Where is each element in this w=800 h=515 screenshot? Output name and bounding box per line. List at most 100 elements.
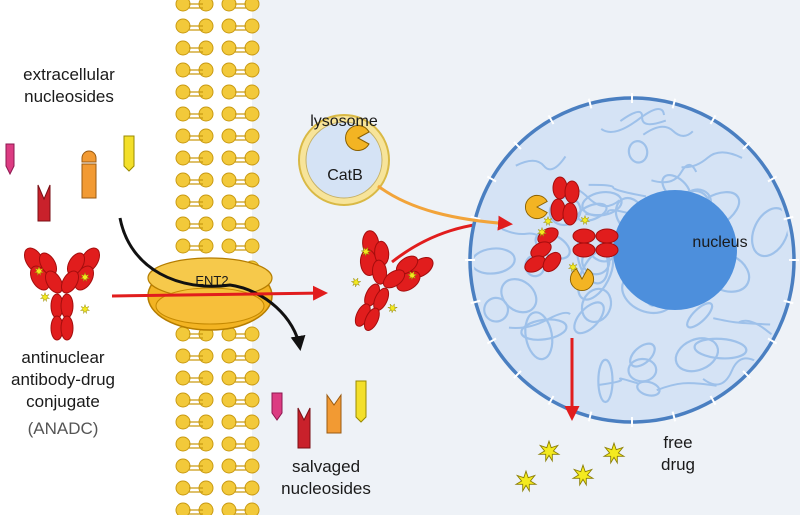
chromatin-loop <box>500 277 538 314</box>
chromatin-strand <box>515 155 567 171</box>
lipid-head <box>221 40 237 56</box>
anadc-antibody-extracellular <box>20 244 104 341</box>
lipid-head <box>175 216 191 232</box>
nuclear-pore <box>742 141 751 150</box>
lipid-tail <box>189 201 203 207</box>
salvaged-label-line2: nucleosides <box>281 479 371 498</box>
nuclear-pores <box>465 93 799 427</box>
lipid-head <box>175 128 191 144</box>
chromatin-strand <box>600 108 665 133</box>
nuclear-pore <box>671 411 677 422</box>
catb-label: CatB <box>327 167 363 184</box>
lipid-head <box>244 348 260 364</box>
chromatin-loop <box>686 302 714 329</box>
lipid-head <box>221 216 237 232</box>
lipid-head <box>244 84 260 100</box>
chromatin-loop <box>483 296 510 323</box>
nucleus <box>465 93 799 427</box>
lipid-head <box>244 0 260 12</box>
free-drug-label-line2: drug <box>661 455 695 474</box>
nuclear-pore <box>783 215 794 221</box>
lipid-tail <box>189 91 203 97</box>
lipid-tail <box>189 443 203 449</box>
lipid-tail <box>235 487 246 493</box>
chromatin-loop <box>474 247 516 275</box>
free-drug-label-line1: free <box>663 433 692 452</box>
chromatin-loop <box>524 311 554 361</box>
lipid-head <box>175 392 191 408</box>
lipid-head <box>244 128 260 144</box>
lipid-head <box>221 194 237 210</box>
lipid-head <box>244 150 260 166</box>
lipid-head <box>244 480 260 496</box>
lipid-head <box>175 0 191 12</box>
lipid-head <box>175 502 191 515</box>
chromatin-loop <box>597 358 614 404</box>
lipid-head <box>198 502 214 515</box>
lipid-tail <box>235 421 246 427</box>
lipid-head <box>221 370 237 386</box>
chromatin-loop <box>636 380 661 397</box>
lipid-tail <box>235 201 246 207</box>
lipid-tail <box>189 179 203 185</box>
lipid-head <box>221 436 237 452</box>
lipid-tail <box>235 333 246 339</box>
lipid-tail <box>189 333 203 339</box>
anadc-nuclear-complex <box>524 176 619 273</box>
nuclear-pore <box>783 299 794 305</box>
lipid-head <box>221 84 237 100</box>
nucleoside-yellow-icon <box>123 135 135 172</box>
lipid-head <box>244 172 260 188</box>
nucleoside-transport-arrow <box>118 217 306 351</box>
lipid-head <box>175 370 191 386</box>
nucleoside-pink-icon <box>5 143 15 176</box>
nucleolus <box>613 190 737 310</box>
lipid-head <box>221 414 237 430</box>
lipid-head <box>175 84 191 100</box>
lipid-tail <box>189 421 203 427</box>
antinuclear-label-line2: antibody-drug <box>11 370 115 389</box>
lipid-tail <box>189 25 203 31</box>
nuclear-pore <box>671 98 677 109</box>
chromatin-loop <box>534 231 571 260</box>
lipid-tail <box>189 113 203 119</box>
extracellular-label-line2: nucleosides <box>24 87 114 106</box>
lipid-tail <box>189 509 203 515</box>
nuclear-pore <box>547 395 555 406</box>
extracellular-nucleosides <box>5 135 135 222</box>
salvaged-yellow-icon <box>355 380 367 423</box>
chromatin-strand <box>619 111 667 126</box>
lipid-tail <box>189 223 203 229</box>
lipid-head <box>175 106 191 122</box>
nuclear-pore <box>767 337 778 345</box>
nuclear-pore <box>486 337 497 345</box>
antinuclear-label-line1: antinuclear <box>21 348 105 367</box>
lipid-head <box>244 458 260 474</box>
nuclear-pore <box>767 175 778 183</box>
nuclear-pore <box>470 299 481 305</box>
nuclear-pore <box>486 175 497 183</box>
salvaged-label-line1: salvaged <box>292 457 360 476</box>
lipid-tail <box>235 135 246 141</box>
lipid-tail <box>235 25 246 31</box>
lipid-head <box>175 18 191 34</box>
nucleoside-orange-icon <box>81 150 97 199</box>
lysosome-label: lysosome <box>310 113 378 130</box>
lipid-head <box>221 172 237 188</box>
nuclear-pore <box>709 114 717 125</box>
lipid-head <box>244 326 260 342</box>
lipid-head <box>221 106 237 122</box>
lipid-head <box>175 414 191 430</box>
lipid-tail <box>189 157 203 163</box>
lipid-tail <box>189 377 203 383</box>
chromatin-loop <box>751 207 790 258</box>
lipid-head <box>221 128 237 144</box>
chromatin-strand <box>713 317 771 326</box>
antinuclear-label-line3: conjugate <box>26 392 100 411</box>
salvaged-orange-icon <box>326 393 342 434</box>
nucleus-label: nucleus <box>692 234 747 251</box>
lipid-tail <box>189 69 203 75</box>
lipid-head <box>244 194 260 210</box>
lipid-tail <box>235 179 246 185</box>
salvaged-nucleosides <box>271 380 367 449</box>
